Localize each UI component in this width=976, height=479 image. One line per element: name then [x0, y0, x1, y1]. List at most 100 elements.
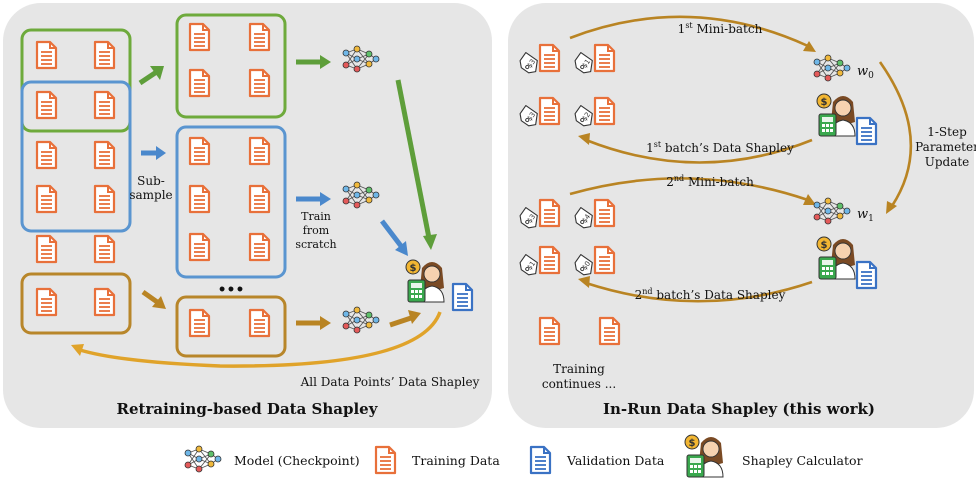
left-bottom-caption: All Data Points’ Data Shapley	[300, 375, 480, 389]
mini-batch-1-label: 1st Mini-batch	[678, 21, 763, 36]
training-doc-icon	[93, 234, 116, 264]
price-tag: $1	[516, 253, 542, 279]
price-tag: $3	[516, 51, 542, 77]
validation-doc-icon	[451, 282, 474, 312]
mini-batch-2: $3 $4 $1 $0	[516, 198, 616, 279]
shapley-calculator-icon	[816, 236, 856, 280]
training-doc-icon	[248, 308, 271, 338]
training-doc-icon	[593, 96, 616, 126]
blue-subset-box	[20, 80, 132, 233]
training-doc-icon	[35, 40, 58, 70]
training-doc-icon	[93, 140, 116, 170]
price-tag-text: $4	[581, 212, 593, 224]
training-doc-icon	[35, 184, 58, 214]
training-doc-icon	[93, 287, 116, 317]
subsample-label-line1: Sub-	[137, 174, 165, 188]
price-tag: $3	[516, 206, 542, 232]
price-tag: $4	[571, 206, 597, 232]
price-tag-text: $1	[581, 58, 593, 70]
feedback-curve-arrow	[71, 311, 442, 368]
update-label-line1: 1-Step	[927, 125, 967, 139]
blue-to-calculator-arrow	[380, 219, 408, 256]
training-doc-icon	[248, 232, 271, 262]
training-doc-icon	[35, 90, 58, 120]
legend-training-label: Training Data	[412, 453, 500, 468]
training-doc-icon	[248, 184, 271, 214]
batch-2-shapley-label: 2nd batch’s Data Shapley	[635, 287, 786, 302]
price-tag: $3	[516, 104, 542, 130]
training-doc-icon	[248, 68, 271, 98]
mini-batch-1-arc	[569, 15, 816, 52]
training-doc-icon	[188, 232, 211, 262]
training-doc-icon	[35, 140, 58, 170]
shapley-calculator-icon	[816, 93, 856, 137]
training-doc-icon	[374, 445, 397, 475]
train-label-line1: Train	[301, 210, 331, 223]
training-doc-icon	[538, 96, 561, 126]
update-label-line3: Update	[925, 155, 970, 169]
subsample-arrow-blue	[141, 146, 166, 160]
legend-calculator-label: Shapley Calculator	[742, 453, 863, 468]
mini-batch-2-label: 2nd Mini-batch	[666, 174, 754, 189]
training-doc-icon	[188, 136, 211, 166]
training-doc-icon	[35, 287, 58, 317]
training-doc-icon	[188, 184, 211, 214]
green-sampled-box	[175, 13, 287, 119]
training-continues-line1: Training	[553, 362, 605, 376]
ellipsis: •••	[218, 282, 245, 298]
train-label-line3: scratch	[295, 238, 336, 251]
update-label-line2: Parameter	[915, 140, 976, 154]
training-doc-icon	[538, 198, 561, 228]
train-arrow-blue	[296, 192, 331, 206]
training-doc-icon	[538, 316, 561, 346]
train-label-line2: from	[303, 224, 330, 237]
green-to-calculator-arrow	[395, 79, 437, 250]
training-doc-icon	[248, 22, 271, 52]
subsample-arrow-green	[138, 66, 164, 86]
price-tag: $0	[571, 253, 597, 279]
shapley-calculator-icon	[684, 434, 724, 478]
parameter-update-arc	[878, 61, 913, 214]
training-doc-icon	[598, 316, 621, 346]
price-tag-text: $3	[526, 111, 538, 123]
right-panel	[508, 3, 974, 428]
gold-subset-box	[20, 272, 132, 335]
legend-validation-label: Validation Data	[566, 453, 665, 468]
training-doc-icon	[538, 245, 561, 275]
validation-doc-icon	[529, 445, 552, 475]
batch-2-shapley-arc	[578, 276, 813, 303]
training-doc-icon	[35, 234, 58, 264]
legend: Model (Checkpoint) Training Data Validat…	[184, 434, 863, 478]
batch-1-shapley-label: 1st batch’s Data Shapley	[646, 140, 794, 155]
legend-model-label: Model (Checkpoint)	[234, 453, 360, 468]
training-continues-line2: continues ...	[542, 377, 616, 391]
validation-doc-icon	[855, 116, 878, 146]
gold-sampled-box	[175, 295, 287, 358]
training-doc-icon	[93, 90, 116, 120]
price-tag-text: $2	[581, 111, 593, 123]
price-tag-text: $3	[526, 58, 538, 70]
mini-batch-2-arc	[569, 177, 816, 205]
shapley-calculator-icon	[405, 259, 445, 303]
train-arrow-gold	[296, 316, 331, 330]
training-doc-icon	[93, 40, 116, 70]
price-tag-text: $3	[526, 213, 538, 225]
blue-sampled-box	[175, 125, 287, 279]
training-doc-icon	[593, 43, 616, 73]
gold-to-calculator-arrow	[389, 310, 421, 328]
training-doc-icon	[93, 184, 116, 214]
subsample-label-line2: sample	[129, 188, 172, 202]
left-panel-title: Retraining-based Data Shapley	[117, 400, 379, 418]
model-icon	[184, 445, 222, 473]
training-doc-icon	[593, 245, 616, 275]
validation-doc-icon	[855, 260, 878, 290]
w1-label: w1	[857, 207, 874, 224]
right-panel-background	[508, 3, 974, 428]
price-tag-text: $1	[526, 260, 538, 272]
mini-batch-1: $3 $1 $3 $2	[516, 43, 616, 130]
green-subset-box	[20, 28, 132, 133]
training-doc-icon	[188, 22, 211, 52]
price-tag-text: $0	[581, 260, 593, 272]
price-tag: $2	[571, 104, 597, 130]
training-doc-icon	[188, 68, 211, 98]
